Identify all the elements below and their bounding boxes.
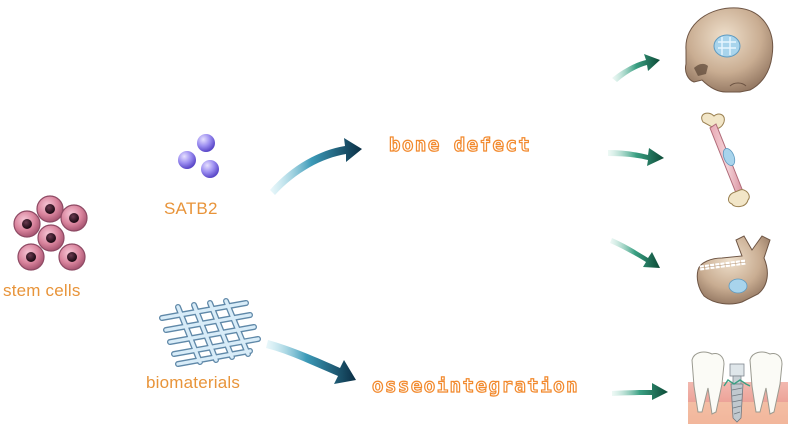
skull-icon (685, 7, 774, 93)
stem-cell-cluster-icon (13, 195, 88, 271)
arrow-to-implant (612, 383, 668, 400)
stem-cells-label: stem cells (3, 281, 81, 300)
arrow-to-bone-defect (270, 138, 362, 195)
arrow-to-osseointegration (266, 340, 356, 384)
satb2-label: SATB2 (164, 199, 218, 218)
mandible-icon (696, 235, 771, 305)
arrow-to-skull (612, 54, 660, 82)
arrow-to-long-bone (608, 148, 664, 166)
scaffold-mesh-icon (159, 298, 261, 367)
arrow-to-mandible (610, 238, 660, 268)
bone-defect-label: bone defect (388, 133, 532, 156)
osseointegration-label: osseointegration (371, 374, 580, 397)
satb2-molecule-icon (178, 134, 219, 178)
dental-implant-icon (688, 351, 788, 424)
biomaterials-label: biomaterials (146, 373, 241, 392)
long-bone-icon (701, 112, 750, 208)
